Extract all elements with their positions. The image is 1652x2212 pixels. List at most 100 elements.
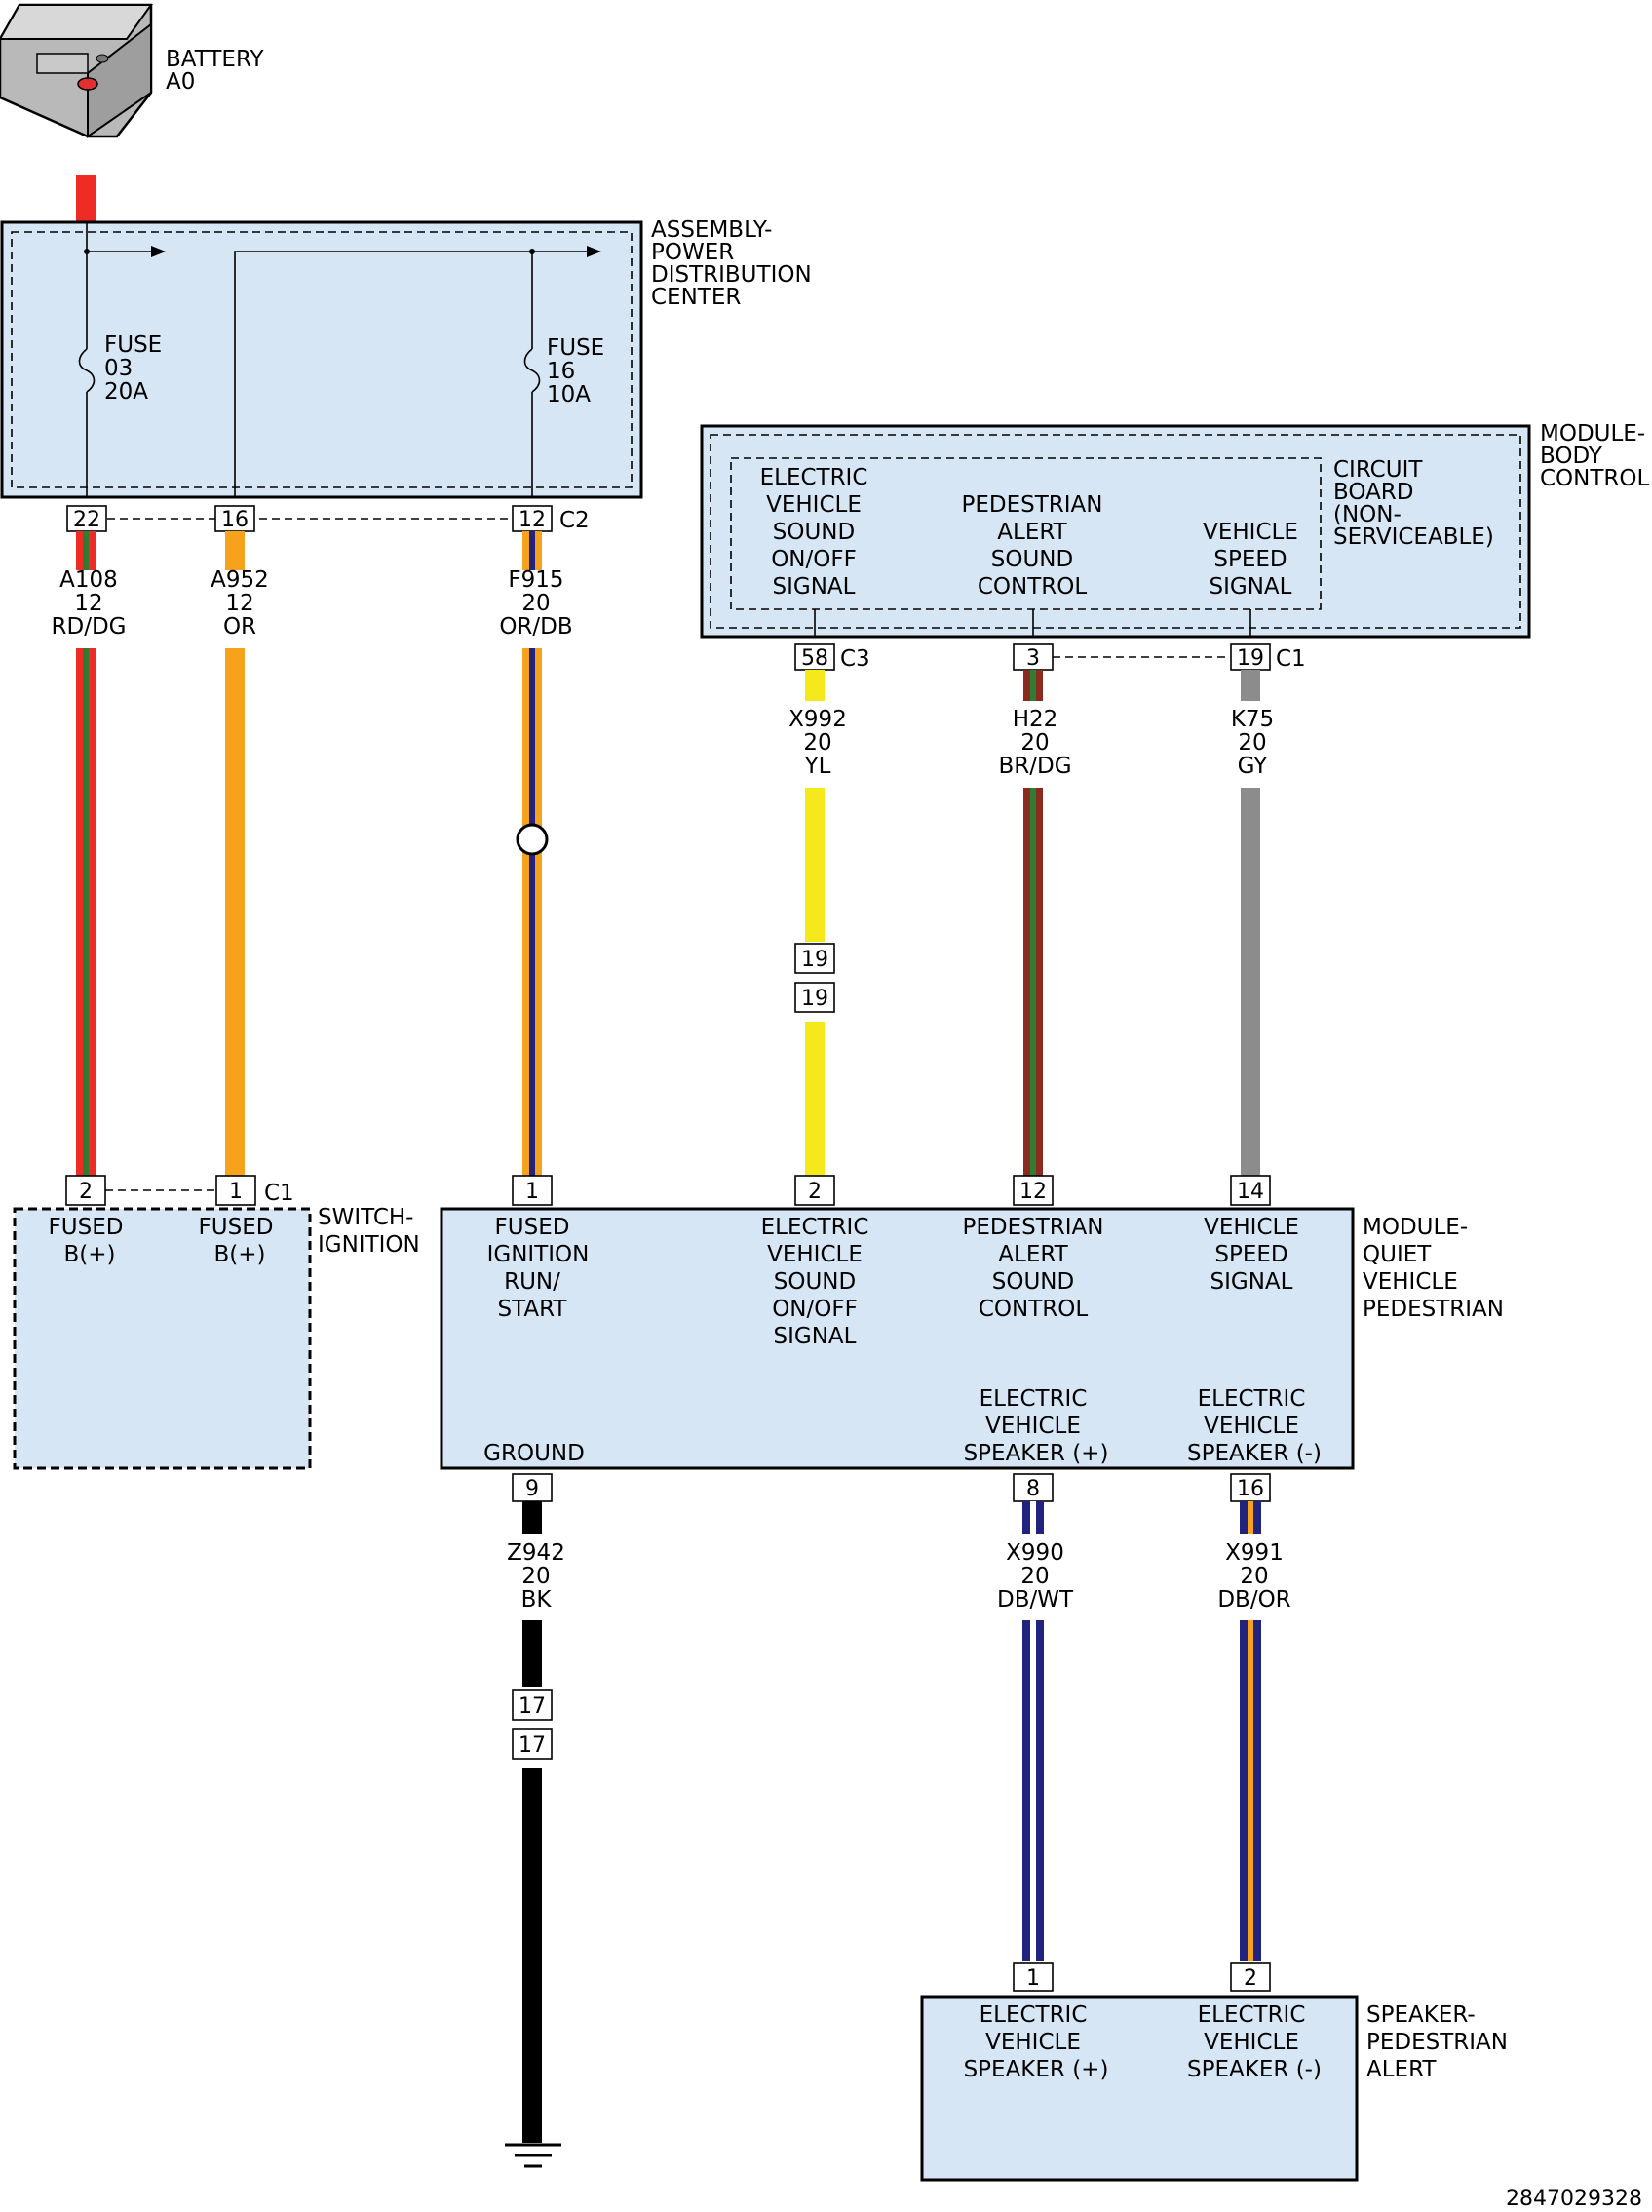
svg-text:MODULE-: MODULE- — [1540, 421, 1645, 446]
svg-text:CENTER: CENTER — [651, 285, 741, 310]
wire-z942 — [522, 1501, 542, 2143]
fuse-03-icon — [78, 348, 96, 393]
svg-text:DISTRIBUTION: DISTRIBUTION — [651, 262, 812, 288]
svg-text:12: 12 — [225, 591, 253, 616]
ground-icon — [505, 2143, 561, 2168]
wire-x991-label: X991 20 DB/OR — [1217, 1540, 1290, 1612]
svg-text:VEHICLE: VEHICLE — [1204, 1215, 1299, 1240]
svg-text:PEDESTRIAN: PEDESTRIAN — [1366, 2030, 1508, 2055]
svg-text:FUSE: FUSE — [104, 332, 162, 358]
svg-text:ON/OFF: ON/OFF — [772, 1297, 858, 1322]
svg-text:DB/WT: DB/WT — [997, 1587, 1074, 1612]
qvp-pin-1: 1 — [512, 1175, 553, 1206]
qvp-pin-8: 8 — [1013, 1473, 1054, 1502]
qvp-pin-14: 14 — [1230, 1175, 1271, 1206]
battery-code: A0 — [166, 69, 195, 95]
pdc-pin-12: 12 — [512, 505, 553, 532]
svg-text:POWER: POWER — [651, 240, 734, 265]
svg-text:SIGNAL: SIGNAL — [773, 574, 856, 600]
svg-text:SIGNAL: SIGNAL — [1210, 1269, 1293, 1295]
wire-a108 — [76, 531, 96, 1176]
svg-text:10A: 10A — [547, 382, 591, 407]
qvp-pin-16: 16 — [1230, 1473, 1271, 1502]
wire-h22 — [1023, 670, 1043, 1176]
speaker-label: SPEAKER- PEDESTRIAN ALERT — [1366, 2002, 1508, 2082]
ignition-pin-2: 2 — [65, 1175, 106, 1206]
wire-k75 — [1241, 670, 1260, 1176]
svg-text:VEHICLE: VEHICLE — [766, 492, 862, 518]
battery-label: BATTERY — [166, 47, 264, 72]
ignition-fused-b2-label: FUSED B(+) — [199, 1215, 274, 1267]
ignition-connector-c1: C1 — [264, 1181, 294, 1206]
svg-text:20: 20 — [803, 730, 831, 756]
pdc-connector-c2: C2 — [559, 508, 590, 533]
pdc-pin-22: 22 — [66, 505, 107, 532]
wire-x990-label: X990 20 DB/WT — [997, 1540, 1074, 1612]
svg-text:X992: X992 — [788, 707, 847, 732]
qvp-ev-sound-signal-label: ELECTRIC VEHICLE SOUND ON/OFF SIGNAL — [761, 1215, 869, 1349]
svg-text:VEHICLE: VEHICLE — [1204, 2030, 1299, 2055]
svg-text:20: 20 — [1020, 1564, 1049, 1589]
svg-text:ELECTRIC: ELECTRIC — [761, 1215, 869, 1240]
svg-text:GY: GY — [1238, 754, 1269, 779]
qvp-vehicle-speed-label: VEHICLE SPEED SIGNAL — [1204, 1215, 1299, 1295]
svg-text:K75: K75 — [1231, 707, 1274, 732]
svg-text:17: 17 — [519, 1694, 546, 1719]
fuse-03-label: FUSE 03 20A — [104, 332, 162, 405]
svg-text:SERVICEABLE): SERVICEABLE) — [1333, 524, 1494, 550]
svg-text:22: 22 — [73, 508, 100, 532]
svg-text:20: 20 — [1020, 730, 1049, 756]
speaker-box — [920, 1995, 1359, 2182]
svg-text:FUSED: FUSED — [495, 1215, 570, 1240]
svg-text:PEDESTRIAN: PEDESTRIAN — [963, 1215, 1104, 1240]
svg-text:OR/DB: OR/DB — [499, 614, 572, 640]
svg-text:SPEAKER (+): SPEAKER (+) — [964, 2057, 1109, 2082]
battery — [0, 3, 153, 138]
wire-x992 — [805, 670, 825, 1176]
ignition-switch-label: SWITCH- IGNITION — [318, 1205, 420, 1258]
diagram-id: 2847029328 — [1506, 2187, 1642, 2211]
qvp-fused-ignition-label: FUSED IGNITION RUN/ START — [487, 1215, 590, 1322]
qvp-pin-12: 12 — [1013, 1175, 1054, 1206]
bcm-pin-3: 3 — [1013, 643, 1054, 671]
svg-text:ELECTRIC: ELECTRIC — [980, 2002, 1088, 2028]
svg-text:CONTROL: CONTROL — [1540, 466, 1650, 491]
svg-text:20: 20 — [521, 1564, 550, 1589]
pdc-pin-16: 16 — [214, 505, 255, 532]
svg-text:ALERT: ALERT — [1366, 2057, 1437, 2082]
inline-connector-19: 19 19 — [794, 943, 835, 1013]
svg-text:16: 16 — [221, 508, 249, 532]
qvp-pin-2: 2 — [794, 1175, 835, 1206]
wire-x992-label: X992 20 YL — [788, 707, 847, 779]
svg-text:START: START — [498, 1297, 568, 1322]
svg-text:CONTROL: CONTROL — [978, 574, 1088, 600]
speaker-pin-2: 2 — [1230, 1962, 1271, 1992]
svg-text:3: 3 — [1026, 646, 1040, 671]
wire-a108-label: A108 12 RD/DG — [52, 567, 127, 640]
bcm-pin-19: 19 — [1230, 643, 1271, 671]
qvp-module-box — [440, 1207, 1355, 1470]
svg-text:20: 20 — [521, 591, 550, 616]
wire-a952-label: A952 12 OR — [211, 567, 269, 640]
fuse-16-label: FUSE 16 10A — [547, 335, 604, 407]
svg-text:ON/OFF: ON/OFF — [771, 547, 857, 572]
wire-f915 — [522, 531, 542, 1176]
svg-text:YL: YL — [804, 754, 831, 779]
svg-text:ELECTRIC: ELECTRIC — [1198, 1386, 1306, 1412]
svg-text:SOUND: SOUND — [774, 1269, 856, 1295]
qvp-speaker-minus-label: ELECTRIC VEHICLE SPEAKER (-) — [1187, 1386, 1322, 1466]
svg-text:BOARD: BOARD — [1333, 480, 1414, 505]
svg-text:FUSED: FUSED — [49, 1215, 124, 1240]
svg-text:FUSE: FUSE — [547, 335, 604, 361]
wire-h22-label: H22 20 BR/DG — [998, 707, 1071, 779]
ignition-switch-box — [13, 1207, 312, 1470]
pdc-label: ASSEMBLY- POWER DISTRIBUTION CENTER — [651, 217, 812, 310]
svg-text:(NON-: (NON- — [1333, 502, 1402, 527]
ignition-fused-b1-label: FUSED B(+) — [49, 1215, 124, 1267]
svg-text:ALERT: ALERT — [997, 520, 1067, 545]
svg-text:SWITCH-: SWITCH- — [318, 1205, 413, 1230]
svg-text:VEHICLE: VEHICLE — [985, 2030, 1081, 2055]
speaker-pin-1: 1 — [1013, 1962, 1054, 1992]
svg-text:ALERT: ALERT — [998, 1242, 1068, 1267]
